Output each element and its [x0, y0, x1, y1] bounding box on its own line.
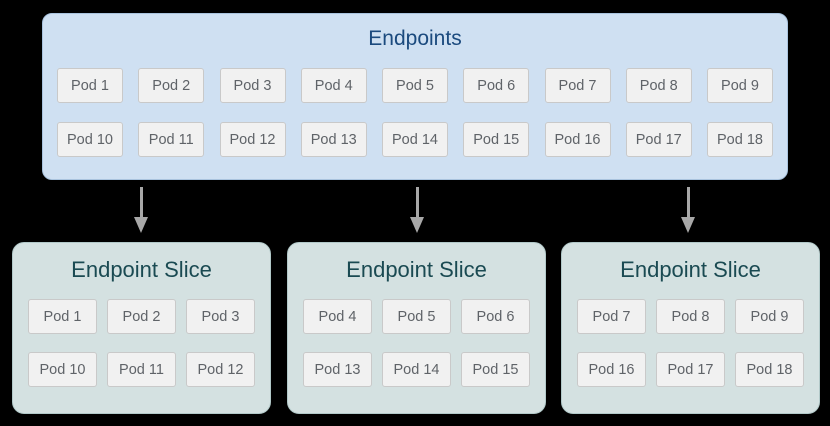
arrow-head	[134, 217, 148, 233]
pod-box: Pod 11	[138, 122, 205, 157]
pod-box: Pod 8	[656, 299, 725, 334]
pod-box: Pod 1	[57, 68, 123, 103]
pod-box: Pod 16	[544, 122, 611, 157]
pod-box: Pod 15	[463, 122, 530, 157]
endpoint-slice-box-3: Endpoint Slice Pod 7 Pod 8 Pod 9 Pod 16 …	[561, 242, 820, 414]
pod-box: Pod 9	[707, 68, 773, 103]
endpoints-pod-row-2: Pod 10 Pod 11 Pod 12 Pod 13 Pod 14 Pod 1…	[43, 122, 787, 157]
endpoint-slice-title: Endpoint Slice	[346, 257, 487, 282]
endpoints-pod-row-1: Pod 1 Pod 2 Pod 3 Pod 4 Pod 5 Pod 6 Pod …	[43, 68, 787, 103]
pod-box: Pod 3	[186, 299, 255, 334]
arrow-shaft	[139, 187, 143, 217]
pod-box: Pod 18	[735, 352, 804, 387]
pod-box: Pod 14	[382, 352, 451, 387]
endpoint-slice-box-2: Endpoint Slice Pod 4 Pod 5 Pod 6 Pod 13 …	[287, 242, 546, 414]
pod-box: Pod 16	[577, 352, 646, 387]
pod-box: Pod 12	[186, 352, 255, 387]
endpoints-title: Endpoints	[368, 27, 462, 50]
pod-box: Pod 17	[625, 122, 692, 157]
slice-pod-row-1: Pod 1 Pod 2 Pod 3	[13, 299, 270, 334]
pod-box: Pod 14	[382, 122, 448, 157]
pod-box: Pod 4	[303, 299, 372, 334]
pod-box: Pod 3	[219, 68, 286, 103]
slice-pod-row-2: Pod 10 Pod 11 Pod 12	[13, 352, 270, 387]
pod-box: Pod 15	[461, 352, 530, 387]
arrow-head	[681, 217, 695, 233]
pod-box: Pod 12	[219, 122, 286, 157]
arrow-shaft	[686, 187, 690, 217]
pod-box: Pod 11	[107, 352, 176, 387]
pod-box: Pod 5	[382, 299, 451, 334]
pod-box: Pod 18	[707, 122, 773, 157]
pod-box: Pod 8	[625, 68, 692, 103]
pod-box: Pod 5	[382, 68, 448, 103]
pod-box: Pod 4	[300, 68, 367, 103]
pod-box: Pod 6	[463, 68, 530, 103]
down-arrow-icon	[134, 187, 148, 233]
endpoint-slice-title: Endpoint Slice	[620, 257, 761, 282]
pod-box: Pod 13	[300, 122, 367, 157]
pod-box: Pod 2	[138, 68, 205, 103]
endpoint-slice-box-1: Endpoint Slice Pod 1 Pod 2 Pod 3 Pod 10 …	[12, 242, 271, 414]
slice-pod-row-1: Pod 7 Pod 8 Pod 9	[562, 299, 819, 334]
pod-box: Pod 13	[303, 352, 372, 387]
pod-box: Pod 7	[577, 299, 646, 334]
slice-pod-row-2: Pod 16 Pod 17 Pod 18	[562, 352, 819, 387]
pod-box: Pod 2	[107, 299, 176, 334]
endpoint-slice-title: Endpoint Slice	[71, 257, 212, 282]
pod-box: Pod 6	[461, 299, 530, 334]
pod-box: Pod 7	[544, 68, 611, 103]
slice-pod-row-2: Pod 13 Pod 14 Pod 15	[288, 352, 545, 387]
down-arrow-icon	[681, 187, 695, 233]
endpoints-box: Endpoints Pod 1 Pod 2 Pod 3 Pod 4 Pod 5 …	[42, 13, 788, 180]
pod-box: Pod 10	[28, 352, 97, 387]
pod-box: Pod 10	[57, 122, 123, 157]
arrow-shaft	[415, 187, 419, 217]
pod-box: Pod 9	[735, 299, 804, 334]
pod-box: Pod 1	[28, 299, 97, 334]
pod-box: Pod 17	[656, 352, 725, 387]
slice-pod-row-1: Pod 4 Pod 5 Pod 6	[288, 299, 545, 334]
down-arrow-icon	[410, 187, 424, 233]
arrow-head	[410, 217, 424, 233]
